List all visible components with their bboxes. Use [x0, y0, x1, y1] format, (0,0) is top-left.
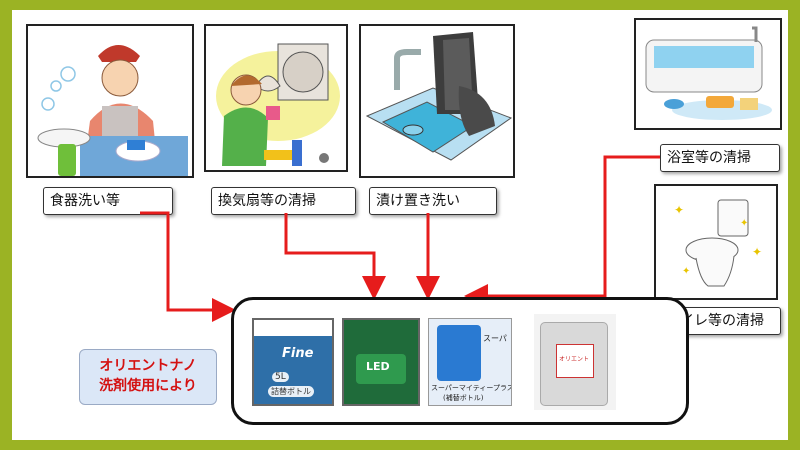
- arrow-fan-cleaning: [284, 213, 386, 300]
- soaking-sink-illustration: [359, 24, 515, 178]
- dishwashing-illustration: [26, 24, 194, 178]
- product-green-brand: LED: [366, 360, 390, 373]
- arrow-bath-cleaning: [464, 155, 660, 308]
- arrow-dishwashing: [140, 211, 236, 322]
- product-fine: Fine 5L 詰替ボトル: [252, 318, 334, 406]
- orient-nano-note: オリエントナノ 洗剤使用により: [79, 349, 217, 405]
- diagram-canvas: ✦ ✦ ✦ ✦ 食器洗い等 換気扇等の清掃 漬け置き洗い 浴室等の清掃 トイレ等…: [12, 10, 788, 440]
- bathtub-illustration: [634, 18, 782, 130]
- product-green: LED: [342, 318, 420, 406]
- product-blue-caption: スーパーマイティープラス 5L: [431, 384, 511, 392]
- product-white-brand: オリエント: [558, 356, 589, 363]
- product-blue: スーパ スーパーマイティープラス 5L (補替ボトル): [428, 318, 512, 406]
- product-fine-brand: Fine: [282, 346, 314, 361]
- product-fine-size: 5L: [272, 372, 289, 382]
- product-blue-caption-sub: (補替ボトル): [443, 394, 484, 402]
- svg-text:✦: ✦: [740, 218, 748, 229]
- fan-cleaning-illustration: [204, 24, 348, 172]
- product-blue-side-text: スーパ: [483, 334, 507, 343]
- label-soaking: 漬け置き洗い: [369, 187, 497, 215]
- label-dishwashing: 食器洗い等: [43, 187, 173, 215]
- svg-text:✦: ✦: [682, 266, 690, 277]
- note-line-1: オリエントナノ: [99, 358, 197, 374]
- svg-text:✦: ✦: [674, 203, 684, 217]
- product-fine-type: 詰替ボトル: [268, 386, 314, 397]
- detergent-products-group: Fine 5L 詰替ボトル LED スーパ スーパーマイティープラス 5L (補…: [231, 297, 689, 425]
- svg-text:✦: ✦: [752, 245, 762, 259]
- label-fan-cleaning: 換気扇等の清掃: [211, 187, 356, 215]
- label-bath-cleaning: 浴室等の清掃: [660, 144, 780, 172]
- flow-arrows: [140, 155, 660, 322]
- product-white: オリエント: [534, 314, 616, 410]
- toilet-illustration: ✦ ✦ ✦ ✦: [654, 184, 778, 300]
- note-line-2: 洗剤使用により: [99, 378, 197, 394]
